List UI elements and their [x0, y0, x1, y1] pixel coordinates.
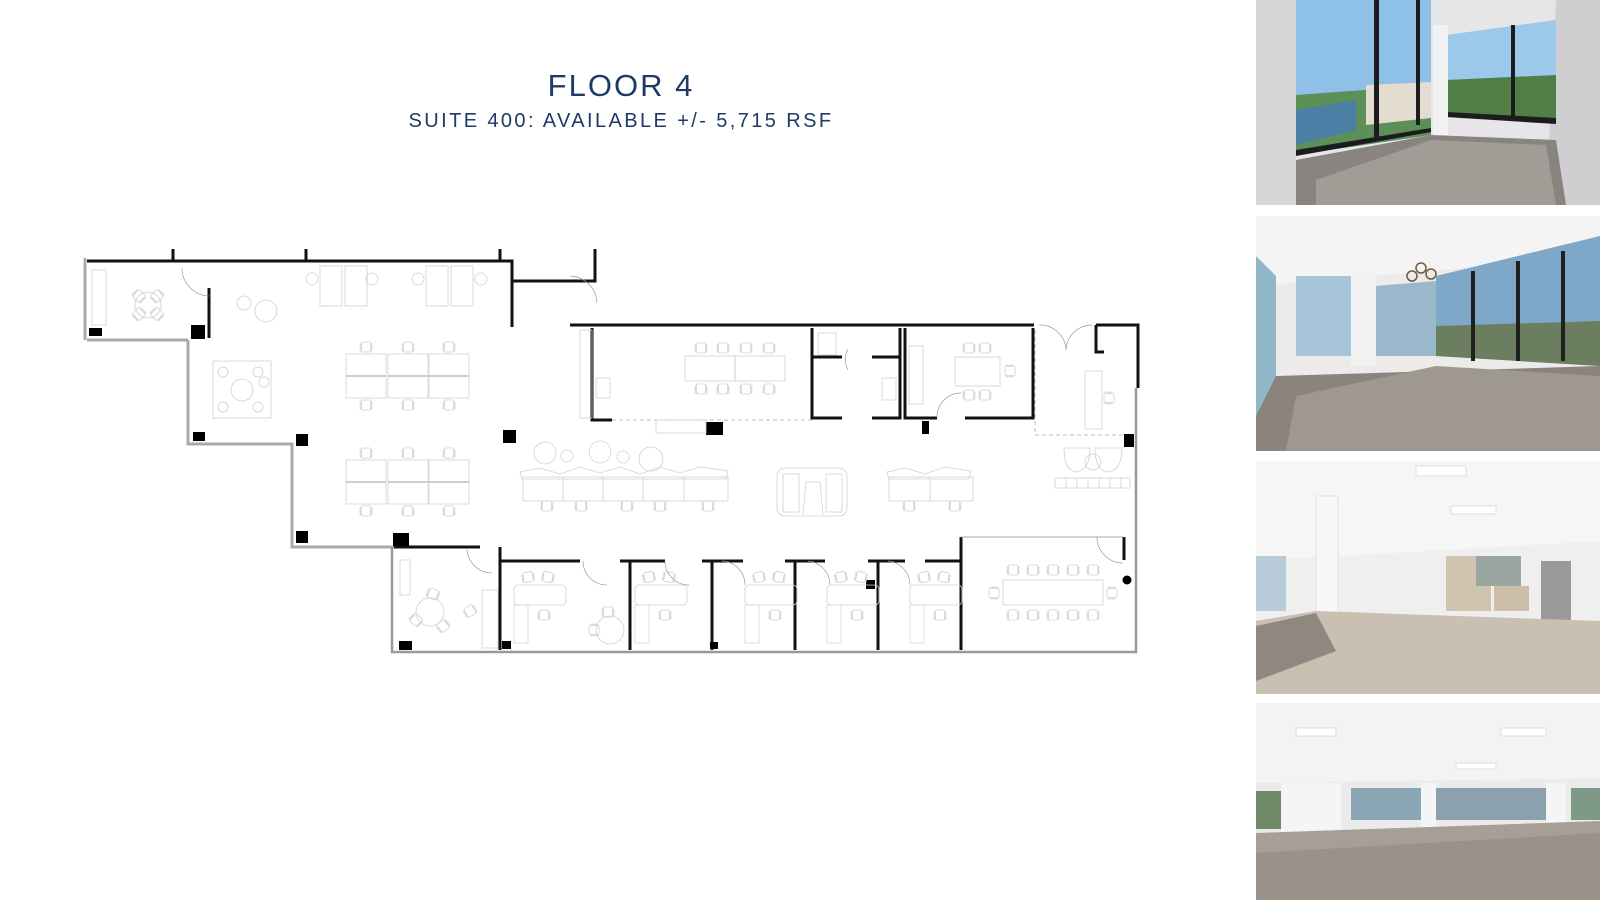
floor-plan: [83, 249, 1140, 654]
page-title: FLOOR 4: [547, 68, 695, 103]
photo-open-area-windows: [1256, 216, 1600, 451]
photo-large-open-floor: [1256, 703, 1600, 900]
photo-kitchenette-open-space: [1256, 461, 1600, 694]
suite-availability-subtitle: SUITE 400: AVAILABLE +/- 5,715 RSF: [408, 110, 834, 132]
photo-corner-office-waterview: [1256, 0, 1600, 205]
